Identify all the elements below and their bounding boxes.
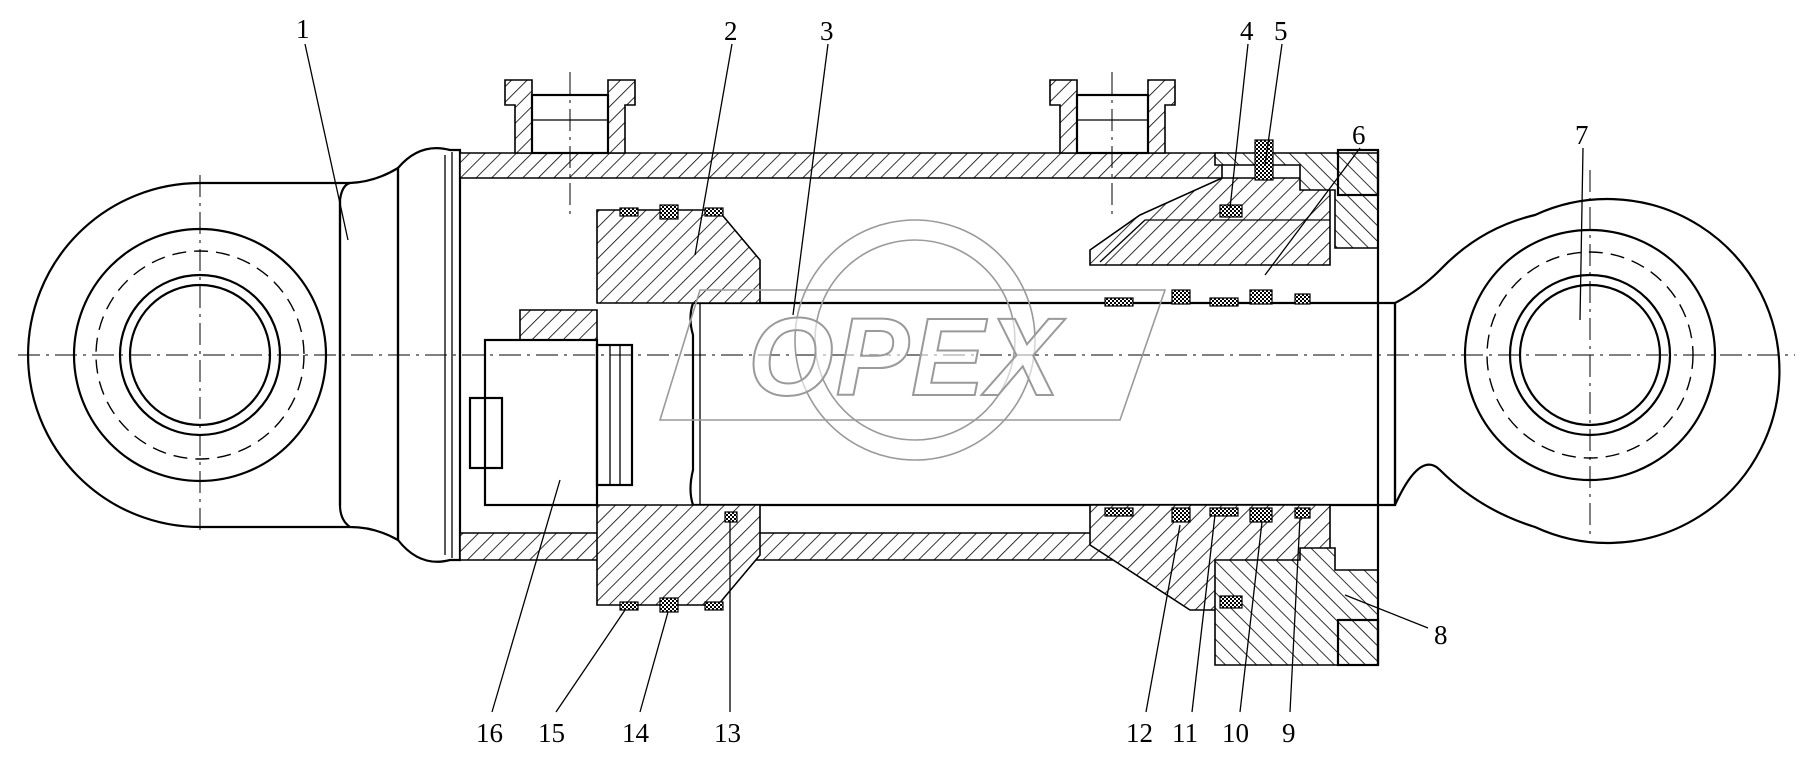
port-left-wall-a bbox=[504, 79, 533, 154]
seal-gland-rod-h bbox=[1209, 507, 1239, 517]
leader-1 bbox=[304, 43, 349, 241]
leader-12 bbox=[1145, 524, 1181, 713]
leader-5 bbox=[1264, 43, 1283, 166]
callout-4: 4 bbox=[1240, 16, 1254, 46]
leader-lines bbox=[304, 43, 1584, 713]
seal-piston-lower-c bbox=[704, 601, 724, 611]
rod-nut bbox=[468, 309, 634, 507]
seal-gland-rod-e bbox=[1294, 293, 1311, 305]
seal-gland-rod-f bbox=[1104, 507, 1134, 517]
port-right-wall-a bbox=[1049, 79, 1078, 154]
callout-9: 9 bbox=[1282, 718, 1296, 748]
callout-labels: 1 2 3 4 5 6 7 8 9 10 11 12 13 14 15 16 bbox=[296, 14, 1589, 748]
leader-4 bbox=[1229, 43, 1249, 209]
seal-item-5 bbox=[1254, 139, 1274, 181]
watermark-text: OPEX bbox=[748, 296, 1065, 419]
seal-piston-lower-a bbox=[619, 601, 639, 611]
callout-14: 14 bbox=[622, 718, 650, 748]
leader-9 bbox=[1289, 517, 1301, 713]
leader-6 bbox=[1264, 147, 1361, 276]
seal-gland-outer-lower bbox=[1219, 595, 1243, 609]
callout-15: 15 bbox=[538, 718, 565, 748]
right-eye-outline bbox=[1393, 197, 1781, 545]
leader-11 bbox=[1191, 514, 1216, 713]
watermark-gear-outer bbox=[794, 219, 1036, 461]
leader-8 bbox=[1344, 594, 1429, 629]
leader-16 bbox=[491, 479, 561, 713]
gland-upper bbox=[1089, 177, 1331, 266]
seal-gland-outer-upper bbox=[1219, 204, 1243, 218]
watermark-gear-inner bbox=[814, 239, 1016, 441]
callout-16: 16 bbox=[476, 718, 503, 748]
seal-piston-inner bbox=[724, 511, 738, 523]
callout-13: 13 bbox=[714, 718, 741, 748]
leader-7 bbox=[1579, 147, 1584, 321]
callout-7: 7 bbox=[1575, 120, 1589, 150]
piston bbox=[596, 209, 761, 606]
seal-piston-lower-b bbox=[659, 597, 679, 613]
gland-chamfer bbox=[1099, 219, 1330, 263]
seal-gland-rod-i bbox=[1249, 507, 1273, 523]
callout-12: 12 bbox=[1126, 718, 1153, 748]
nut-upper-hatch bbox=[519, 309, 598, 341]
callout-1: 1 bbox=[296, 14, 310, 44]
callout-8: 8 bbox=[1434, 620, 1448, 650]
piston-lower-shape bbox=[596, 504, 761, 606]
piston-upper bbox=[596, 209, 761, 304]
leader-15 bbox=[555, 609, 626, 713]
left-eye-neck bbox=[338, 166, 400, 542]
callout-2: 2 bbox=[724, 16, 738, 46]
callout-3: 3 bbox=[820, 16, 834, 46]
right-eye bbox=[1393, 170, 1781, 545]
leader-2 bbox=[694, 43, 733, 256]
seal-gland-rod-g bbox=[1171, 507, 1191, 523]
callout-11: 11 bbox=[1172, 718, 1198, 748]
left-eye bbox=[26, 166, 400, 542]
seal-gland-rod-b bbox=[1171, 289, 1191, 305]
leader-10 bbox=[1239, 521, 1263, 713]
seal-gland-rod-d bbox=[1249, 289, 1273, 305]
watermark-band bbox=[658, 289, 1167, 421]
seal-gland-rod-a bbox=[1104, 297, 1134, 307]
seal-gland-rod-j bbox=[1294, 507, 1311, 519]
rod-end-step bbox=[595, 343, 634, 487]
seal-gland-rod-c bbox=[1209, 297, 1239, 307]
seal-piston-outer-c bbox=[704, 207, 724, 217]
port-right-wall-b bbox=[1147, 79, 1176, 154]
leader-14 bbox=[639, 611, 669, 713]
port-right bbox=[1049, 72, 1176, 215]
tube-upper-wall bbox=[459, 152, 1223, 179]
rod-guide bbox=[1089, 177, 1331, 611]
seal-piston-outer-a bbox=[619, 207, 639, 217]
leader-3 bbox=[792, 43, 829, 316]
callout-10: 10 bbox=[1222, 718, 1249, 748]
nut-lock bbox=[468, 396, 504, 470]
watermark-logo: OPEX bbox=[658, 219, 1167, 461]
callout-5: 5 bbox=[1274, 16, 1288, 46]
seals bbox=[619, 139, 1311, 613]
callout-6: 6 bbox=[1352, 120, 1366, 150]
port-left-wall-b bbox=[607, 79, 636, 154]
port-left bbox=[504, 72, 636, 215]
seal-piston-outer-b bbox=[659, 204, 679, 220]
